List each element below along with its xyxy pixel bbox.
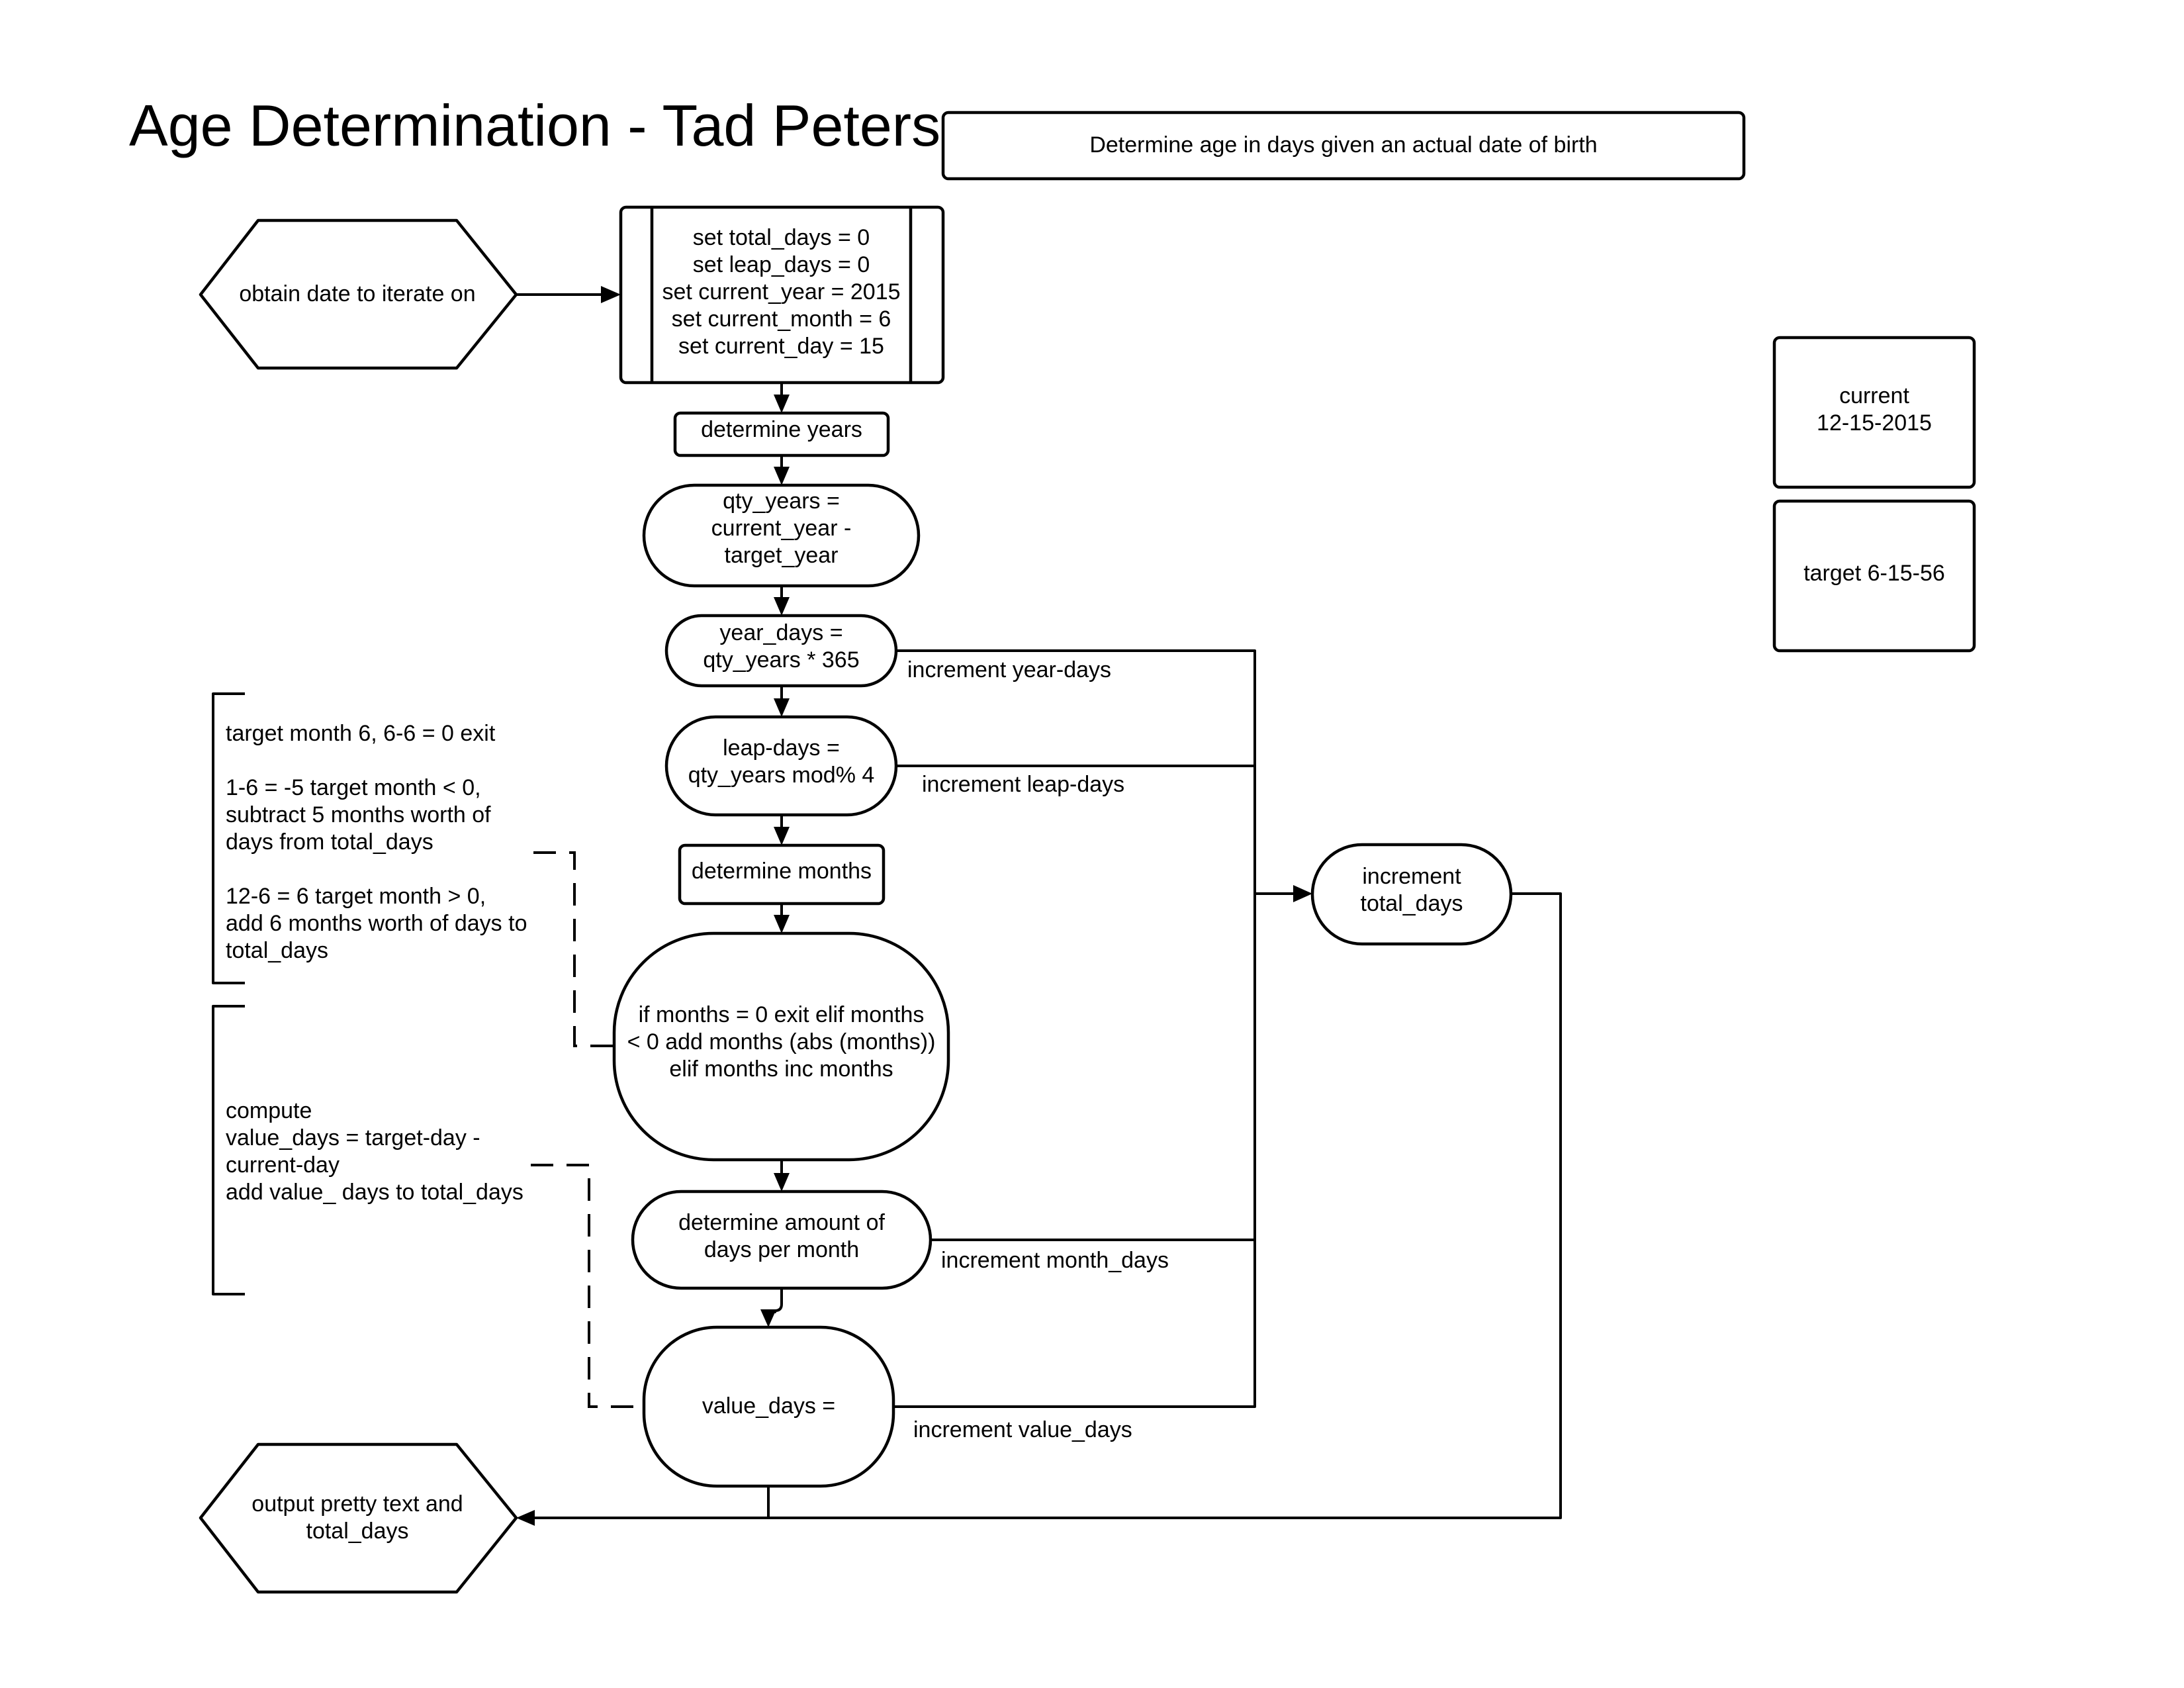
arrowhead bbox=[760, 1309, 776, 1327]
months-annotation: target month 6, 6-6 = 0 exit 1-6 = -5 ta… bbox=[226, 721, 527, 963]
output-label: output pretty text and total_days bbox=[251, 1491, 463, 1544]
arrowhead bbox=[774, 698, 790, 717]
days-per-month-label: determine amount of days per month bbox=[678, 1210, 885, 1262]
arrowhead bbox=[1293, 885, 1312, 902]
arrowhead bbox=[774, 827, 790, 845]
arrowhead bbox=[774, 1173, 790, 1192]
target-date-box bbox=[1772, 499, 1976, 653]
value-note-connector bbox=[531, 1164, 644, 1408]
edge-total-to-output bbox=[533, 892, 1562, 1519]
edge-label-value: increment value_days bbox=[913, 1417, 1132, 1442]
determine-years-label: determine years bbox=[701, 417, 862, 442]
determine-months-label: determine months bbox=[691, 859, 872, 884]
arrowhead bbox=[774, 597, 790, 616]
months-decision-label: if months = 0 exit elif months < 0 add m… bbox=[627, 1002, 936, 1082]
arrowhead bbox=[774, 467, 790, 485]
edge-dpm-to-bus bbox=[931, 894, 1256, 1241]
current-date-box bbox=[1772, 336, 1976, 489]
arrowhead bbox=[774, 395, 790, 413]
current-date-label: current 12-15-2015 bbox=[1817, 383, 1932, 436]
description-text: Determine age in days given an actual da… bbox=[1089, 132, 1598, 158]
edge-label-leap: increment leap-days bbox=[922, 772, 1125, 797]
value-annotation: compute value_days = target-day - curren… bbox=[226, 1098, 523, 1205]
qty-years-label: qty_years = current_year - target_year bbox=[711, 489, 852, 568]
init-label: set total_days = 0 set leap_days = 0 set… bbox=[662, 225, 901, 359]
increment-total-label: increment total_days bbox=[1360, 864, 1463, 916]
months-note-bracket bbox=[212, 692, 245, 984]
obtain-date-label: obtain date to iterate on bbox=[239, 281, 476, 306]
edge-label-month: increment month_days bbox=[941, 1248, 1169, 1273]
description-box bbox=[941, 111, 1746, 181]
edge-yeardays-to-bus bbox=[896, 649, 1256, 894]
edge-value-to-bus bbox=[893, 1240, 1256, 1408]
arrowhead bbox=[601, 286, 621, 303]
leap-days-label: leap-days = qty_years mod% 4 bbox=[688, 735, 875, 788]
value-note-bracket bbox=[212, 1005, 245, 1295]
page-title: Age Determination - Tad Peters bbox=[129, 93, 941, 158]
target-date-label: target 6-15-56 bbox=[1803, 561, 1945, 586]
value-days-label: value_days = bbox=[702, 1393, 836, 1419]
year-days-label: year_days = qty_years * 365 bbox=[703, 620, 860, 673]
arrowhead bbox=[774, 915, 790, 933]
months-note-connector bbox=[533, 851, 614, 1047]
edge-label-year: increment year-days bbox=[907, 657, 1112, 682]
arrowhead bbox=[516, 1510, 535, 1526]
